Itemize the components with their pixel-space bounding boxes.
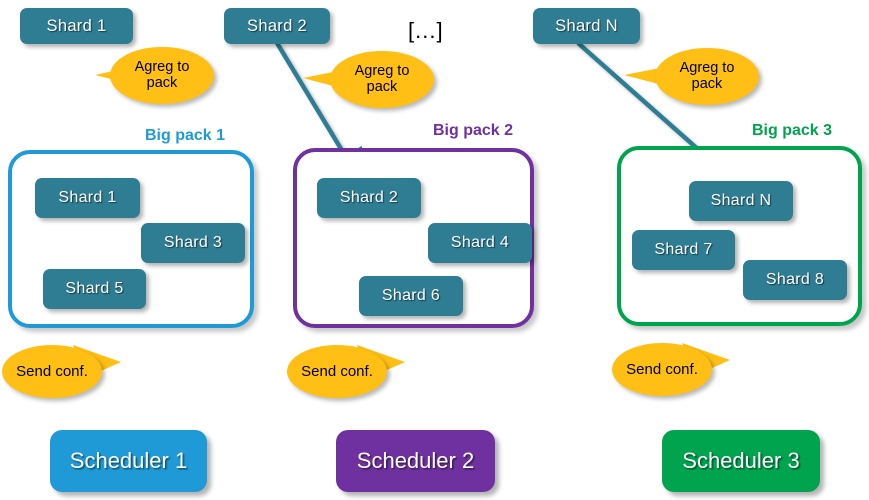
pack-3-shard-8-label: Shard 8 (765, 271, 825, 288)
callout-agreg-3-line2: pack (691, 75, 723, 92)
pack-2-shard-6[interactable]: Shard 6 (359, 276, 463, 316)
pack-3-shard-n-label: Shard N (710, 192, 772, 209)
pack-1-shard-5[interactable]: Shard 5 (43, 269, 146, 309)
callout-send-conf-1: Send conf. (2, 345, 102, 398)
pack-1-shard-3[interactable]: Shard 3 (141, 223, 245, 263)
callout-agreg-1-line2: pack (146, 74, 178, 91)
pack-2-shard-2-label: Shard 2 (339, 189, 399, 206)
callout-agreg-1-line1: Agreg to (134, 59, 190, 76)
pack-1-shard-1[interactable]: Shard 1 (35, 178, 140, 218)
top-shard-2[interactable]: Shard 2 (224, 8, 330, 44)
pack-3-shard-7-label: Shard 7 (654, 241, 713, 258)
callout-agreg-2-line1: Agreg to (354, 63, 410, 80)
pack-1-label: Big pack 1 (145, 127, 226, 144)
callout-send-conf-1-label: Send conf. (16, 362, 88, 380)
scheduler-1-label: Scheduler 1 (69, 448, 188, 473)
top-shard-1-label: Shard 1 (46, 16, 107, 35)
callout-agreg-to-pack-2: Agreg to pack (330, 51, 434, 108)
scheduler-2-label: Scheduler 2 (356, 448, 475, 473)
scheduler-3[interactable]: Scheduler 3 (662, 430, 820, 492)
pack-2-shard-4-label: Shard 4 (450, 234, 510, 251)
callout-agreg-3-line1: Agreg to (679, 60, 735, 77)
pack-1-shard-1-label: Shard 1 (58, 189, 117, 206)
callout-agreg-to-pack-1: Agreg to pack (110, 47, 214, 104)
pack-3-shard-7[interactable]: Shard 7 (632, 230, 735, 270)
pack-3-shard-8[interactable]: Shard 8 (743, 260, 847, 300)
top-shard-1[interactable]: Shard 1 (20, 8, 133, 44)
callout-send-conf-3-label: Send conf. (626, 360, 698, 378)
ellipsis-marker: [...] (408, 18, 444, 43)
pack-3-shard-n[interactable]: Shard N (689, 181, 793, 221)
callout-agreg-to-pack-3: Agreg to pack (655, 48, 759, 105)
big-pack-3[interactable]: Shard N Shard 7 Shard 8 (617, 146, 862, 326)
top-shard-n[interactable]: Shard N (533, 8, 640, 44)
pack-2-shard-4[interactable]: Shard 4 (428, 223, 532, 263)
scheduler-2[interactable]: Scheduler 2 (336, 430, 495, 492)
callout-send-conf-3: Send conf. (612, 343, 712, 396)
big-pack-2[interactable]: Shard 2 Shard 4 Shard 6 (293, 148, 534, 328)
top-shard-2-label: Shard 2 (247, 16, 307, 35)
top-shard-n-label: Shard N (555, 16, 618, 35)
callout-agreg-2-line2: pack (366, 78, 398, 95)
pack-2-shard-6-label: Shard 6 (381, 287, 441, 304)
scheduler-3-label: Scheduler 3 (682, 448, 800, 473)
pack-1-shard-5-label: Shard 5 (65, 280, 124, 297)
pack-1-shard-3-label: Shard 3 (163, 234, 223, 251)
pack-2-shard-2[interactable]: Shard 2 (317, 178, 421, 218)
pack-3-label: Big pack 3 (752, 122, 833, 139)
callout-send-conf-2-label: Send conf. (301, 362, 373, 380)
callout-send-conf-2: Send conf. (287, 345, 387, 398)
big-pack-1[interactable]: Shard 1 Shard 3 Shard 5 (8, 150, 254, 328)
scheduler-1[interactable]: Scheduler 1 (50, 430, 207, 492)
pack-2-label: Big pack 2 (433, 122, 514, 139)
